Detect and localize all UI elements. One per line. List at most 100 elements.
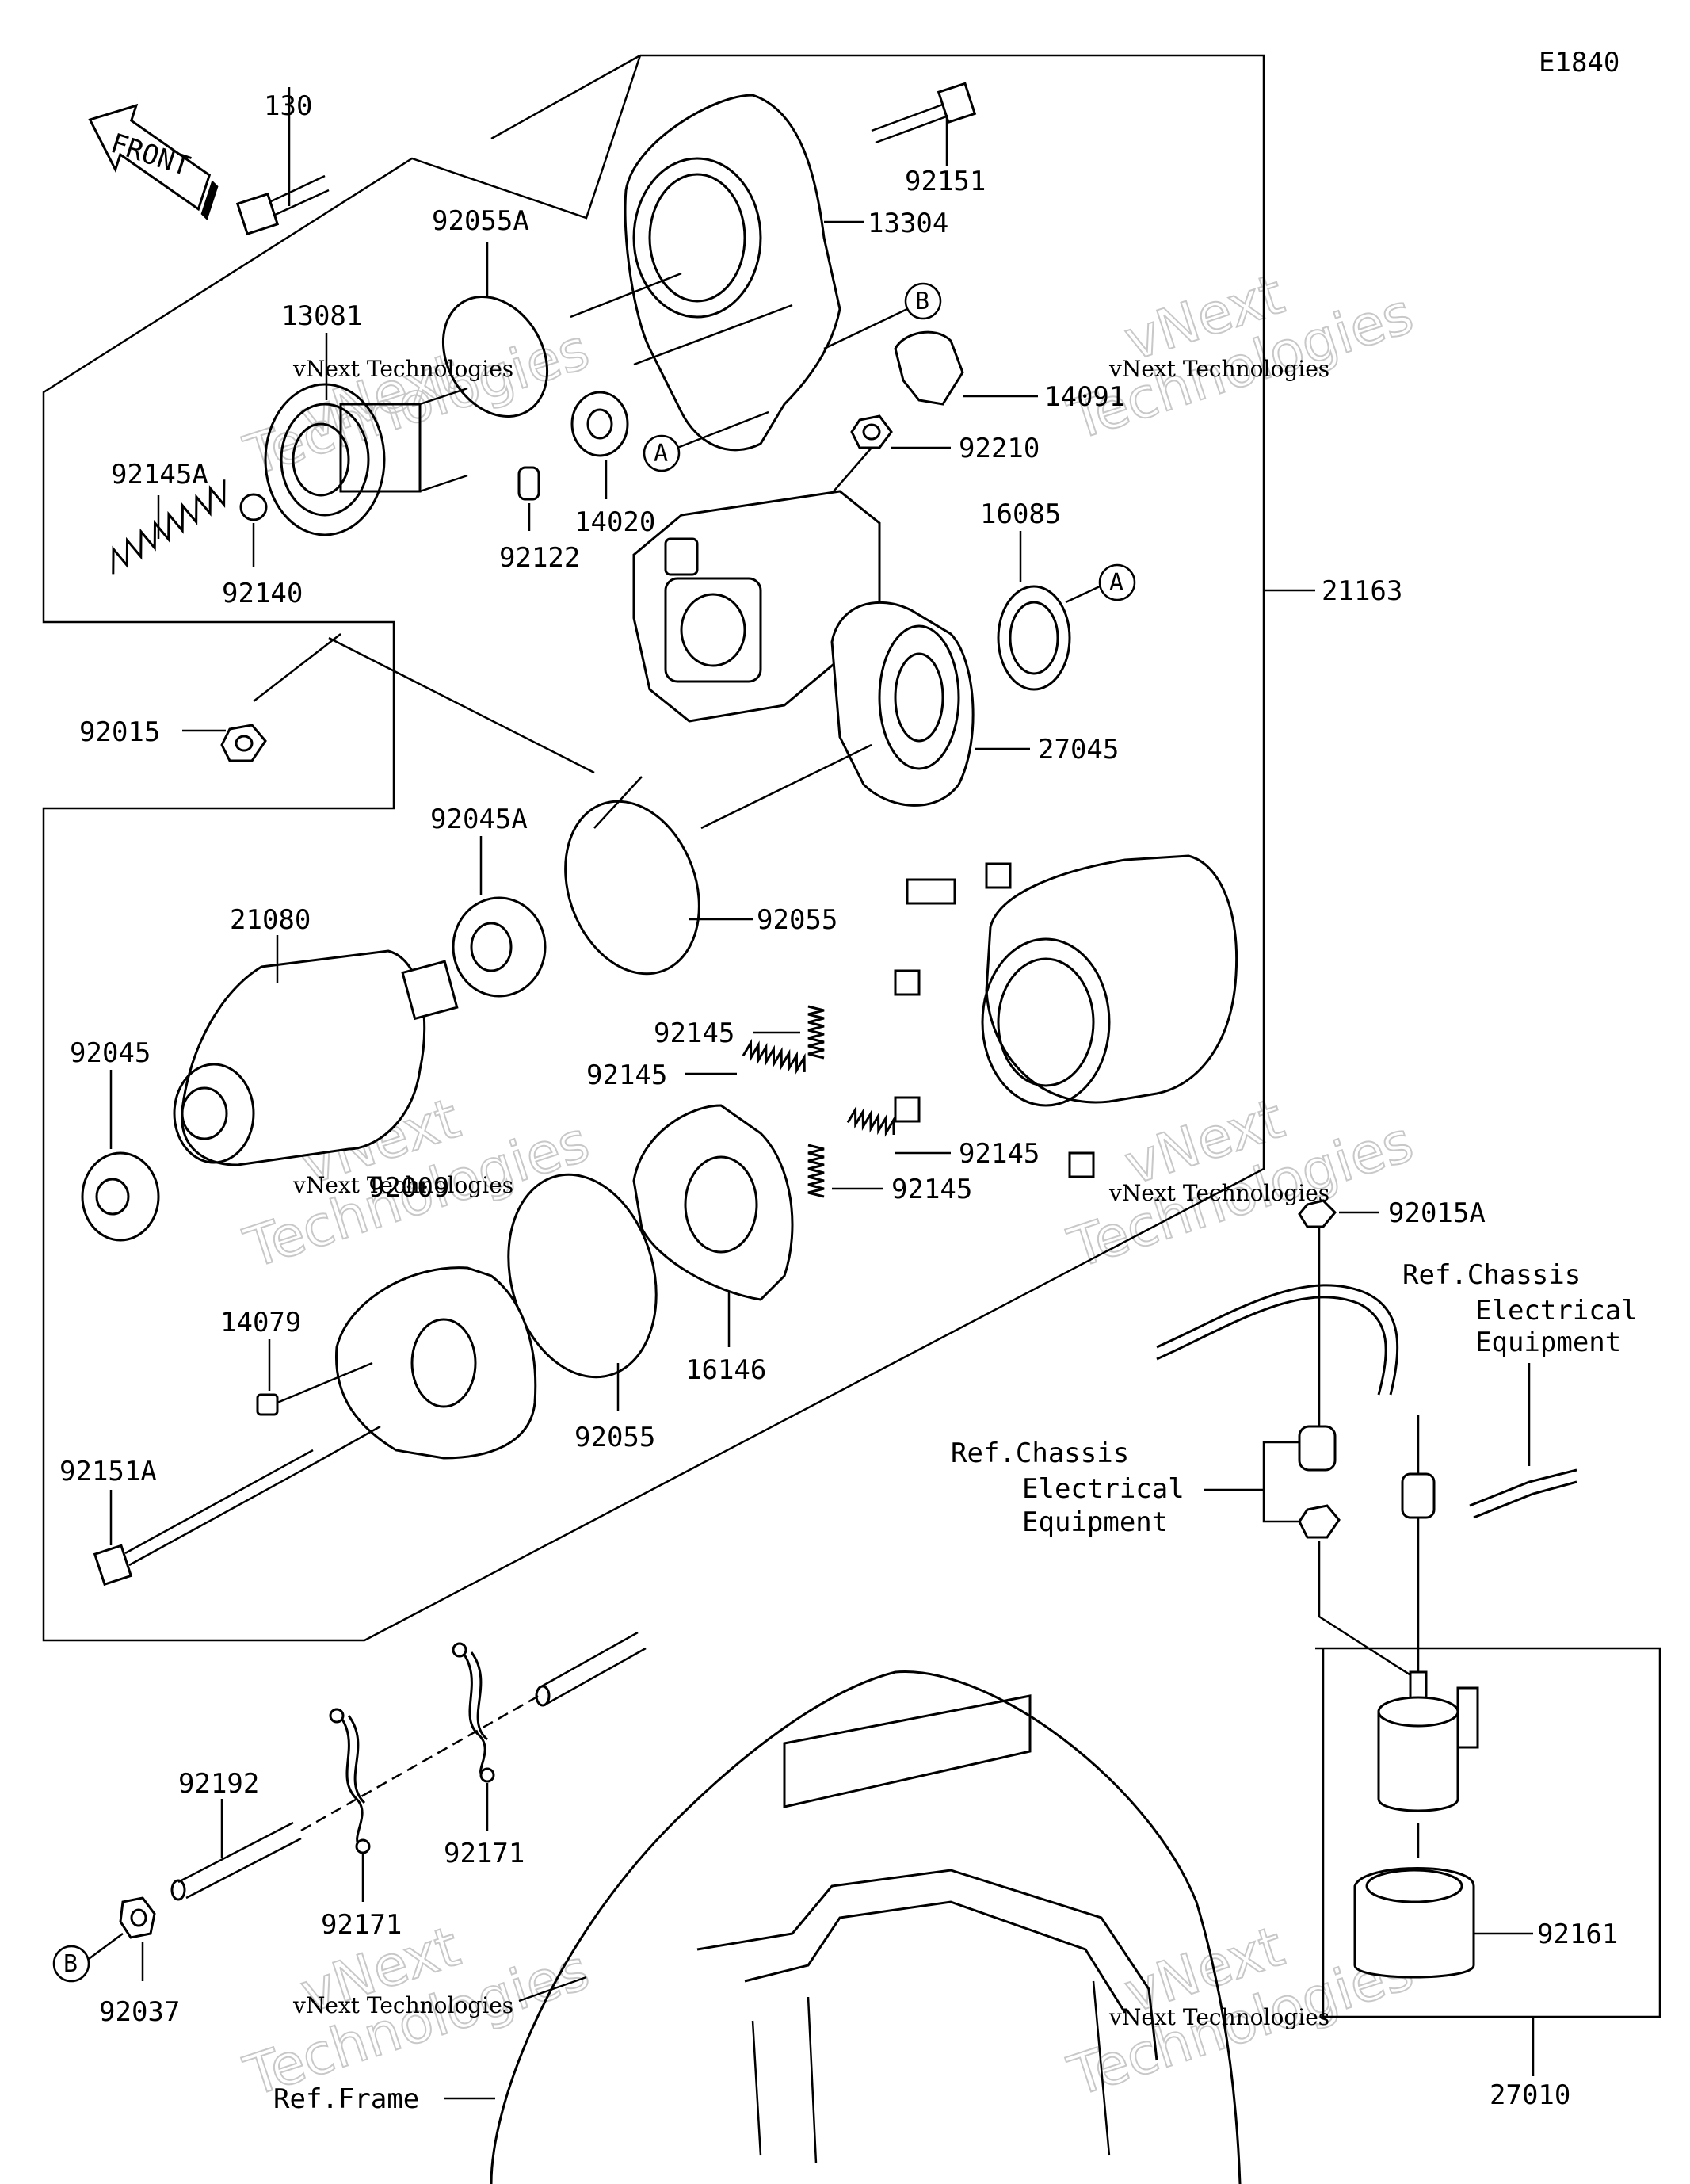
- callout-b-top: B: [823, 282, 942, 350]
- frame-outline: [490, 1670, 1242, 2184]
- part-92171-clamp-1: [329, 1708, 371, 1854]
- part-92140-ball: [239, 493, 268, 521]
- watermark-5: vNext Technologies: [292, 1992, 513, 2018]
- starter-body: [632, 490, 881, 723]
- ref-chassis-2: Ref.Chassis Electrical Equipment: [951, 1438, 1299, 1538]
- brush-yoke: [894, 854, 1238, 1178]
- part-130-bolt: [235, 87, 330, 236]
- label-92045: 92045: [70, 1037, 151, 1069]
- part-14091-cap: [894, 330, 964, 406]
- leader-frame-top: [518, 1976, 587, 2003]
- svg-text:B: B: [915, 288, 929, 315]
- label-92015: 92015: [79, 716, 160, 748]
- assembly-outline-27010: [1315, 1647, 1661, 2018]
- label-14079: 16146: [685, 1354, 766, 1386]
- part-92037-clip: [119, 1896, 156, 1939]
- label-92161: 92161: [1537, 1919, 1618, 1950]
- label-92151: 92151: [905, 166, 986, 197]
- svg-text:A: A: [654, 440, 668, 468]
- part-92145-spring-2: [742, 1038, 806, 1075]
- part-92145a-spring: [112, 479, 226, 575]
- label-16085: 16085: [980, 498, 1061, 530]
- svg-text:B: B: [63, 1950, 78, 1978]
- guide-line: [570, 272, 682, 319]
- label-92171-1: 92171: [321, 1909, 402, 1941]
- guide-line: [633, 304, 793, 366]
- part-92055-oring-2: [507, 1173, 658, 1379]
- callout-a-top: A: [643, 410, 769, 472]
- part-92192-hose-2: [535, 1631, 647, 1707]
- callout-a-right: A: [1065, 563, 1136, 604]
- label-21080: 21080: [230, 904, 311, 936]
- svg-text:Electrical: Electrical: [1475, 1295, 1638, 1327]
- watermark-2: vNext Technologies: [1108, 356, 1329, 382]
- label-92192: 92192: [178, 1768, 259, 1800]
- connector-cap: [1298, 1425, 1337, 1472]
- part-92045-bearing: [81, 1151, 160, 1242]
- label-21163: 21163: [1322, 575, 1402, 607]
- part-92171-clamp-2: [452, 1642, 495, 1783]
- guide-line: [328, 636, 595, 774]
- part-14020-clutch: [570, 391, 629, 457]
- cable-loop-inner: [1156, 1296, 1387, 1396]
- label-92015a: 92015A: [1388, 1197, 1486, 1229]
- part-92161-boot: [1353, 1867, 1475, 1979]
- label-27010: 27010: [1490, 2079, 1570, 2111]
- label-92055-2: 92055: [574, 1422, 655, 1453]
- svg-text:A: A: [1109, 569, 1123, 597]
- label-16146: 92009: [368, 1172, 449, 1204]
- part-92145-spring-1: [807, 1005, 825, 1060]
- part-13081-pinion: [264, 383, 468, 536]
- watermark-6: vNext Technologies: [1108, 2004, 1329, 2030]
- part-92145-spring-4: [807, 1144, 825, 1198]
- part-16085-gear: [997, 585, 1071, 691]
- label-14091: 14091: [1044, 381, 1125, 413]
- label-92145a: 92145A: [111, 459, 208, 491]
- label-92055-1: 92055: [757, 904, 837, 936]
- hose-routing: [300, 1694, 540, 1832]
- part-92015a-nut: [1298, 1199, 1337, 1228]
- watermark-big-1: vNext Technologies: [236, 315, 597, 489]
- label-14020: 14020: [574, 506, 655, 538]
- part-27045-bracket: [830, 601, 975, 807]
- part-92192-hose-1: [170, 1821, 302, 1901]
- label-92145-1: 92145: [654, 1018, 734, 1049]
- part-92045a-bearing: [452, 896, 547, 998]
- guide-line: [253, 633, 341, 702]
- svg-text:Electrical: Electrical: [1022, 1473, 1185, 1505]
- label-92145-2: 92145: [586, 1060, 667, 1091]
- part-92122-pin: [517, 466, 540, 501]
- lead-to-solenoid-2: [1318, 1615, 1419, 1682]
- label-130: 130: [264, 90, 312, 122]
- watermark-big-line2: Technologies: [237, 316, 597, 488]
- label-92145-3: 92145: [959, 1138, 1040, 1170]
- label-92122: 92122: [499, 542, 580, 574]
- watermark-4: vNext Technologies: [1108, 1180, 1329, 1206]
- label-27045: 27045: [1038, 734, 1119, 766]
- watermark-3: vNext Technologies: [292, 1172, 513, 1198]
- connector-nut: [1298, 1504, 1341, 1539]
- front-arrow: FRONT: [88, 103, 219, 220]
- label-92145-4: 92145: [891, 1174, 972, 1205]
- part-92151a-bolt: [93, 1425, 381, 1586]
- label-92210: 92210: [959, 433, 1040, 464]
- label-92055a: 92055A: [432, 205, 529, 237]
- label-92140: 92140: [222, 578, 303, 609]
- cable-right: [1469, 1468, 1577, 1507]
- ref-chassis-1: Ref.Chassis Electrical Equipment: [1402, 1259, 1638, 1466]
- label-92009: 14079: [220, 1307, 301, 1338]
- svg-text:Equipment: Equipment: [1475, 1327, 1621, 1358]
- diagram-code: E1840: [1539, 47, 1619, 78]
- label-13304: 13304: [868, 208, 948, 239]
- guide-line: [700, 743, 872, 830]
- part-14079-brushplate: [632, 1104, 794, 1301]
- solenoid-relay: [1377, 1670, 1479, 1812]
- part-92145-spring-3: [846, 1105, 895, 1137]
- part-92009-screw: [256, 1361, 373, 1416]
- watermark-1: vNext Technologies: [292, 356, 513, 382]
- label-92171-2: 92171: [444, 1838, 525, 1869]
- label-92045a: 92045A: [430, 804, 528, 835]
- label-92151a: 92151A: [59, 1456, 157, 1487]
- label-13081: 13081: [281, 300, 362, 332]
